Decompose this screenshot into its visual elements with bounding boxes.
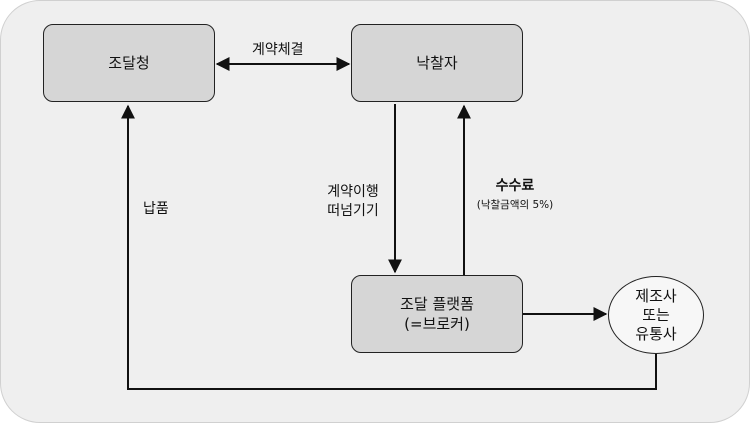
- handoff-label-line: 계약이행: [327, 184, 379, 200]
- node-label: 조달 플랫폼: [400, 295, 474, 313]
- node-label: 또는: [642, 305, 670, 324]
- handoff-label-line: 떠넘기기: [327, 203, 379, 219]
- fee-label-title: 수수료: [495, 178, 535, 194]
- delivery-arrow: [121, 104, 657, 390]
- fee-label-note: (낙찰금액의 5%): [476, 199, 554, 211]
- winning-bidder-node: 낙찰자: [351, 24, 523, 102]
- delivery-label: 납품: [143, 201, 169, 217]
- node-label: (=브로커): [404, 315, 470, 333]
- manufacturer-node: 제조사 또는 유통사: [608, 276, 704, 354]
- handoff-label: 계약이행 떠넘기기: [318, 183, 388, 221]
- node-label: 조달청: [108, 54, 150, 72]
- fee-label: 수수료 (낙찰금액의 5%): [466, 177, 564, 215]
- procurement-platform-node: 조달 플랫폼 (=브로커): [351, 275, 523, 353]
- contract-label: 계약체결: [252, 42, 304, 58]
- node-label: 유통사: [635, 324, 677, 343]
- node-label: 제조사: [635, 286, 677, 305]
- procurement-agency-node: 조달청: [43, 24, 215, 102]
- node-label: 낙찰자: [416, 54, 458, 72]
